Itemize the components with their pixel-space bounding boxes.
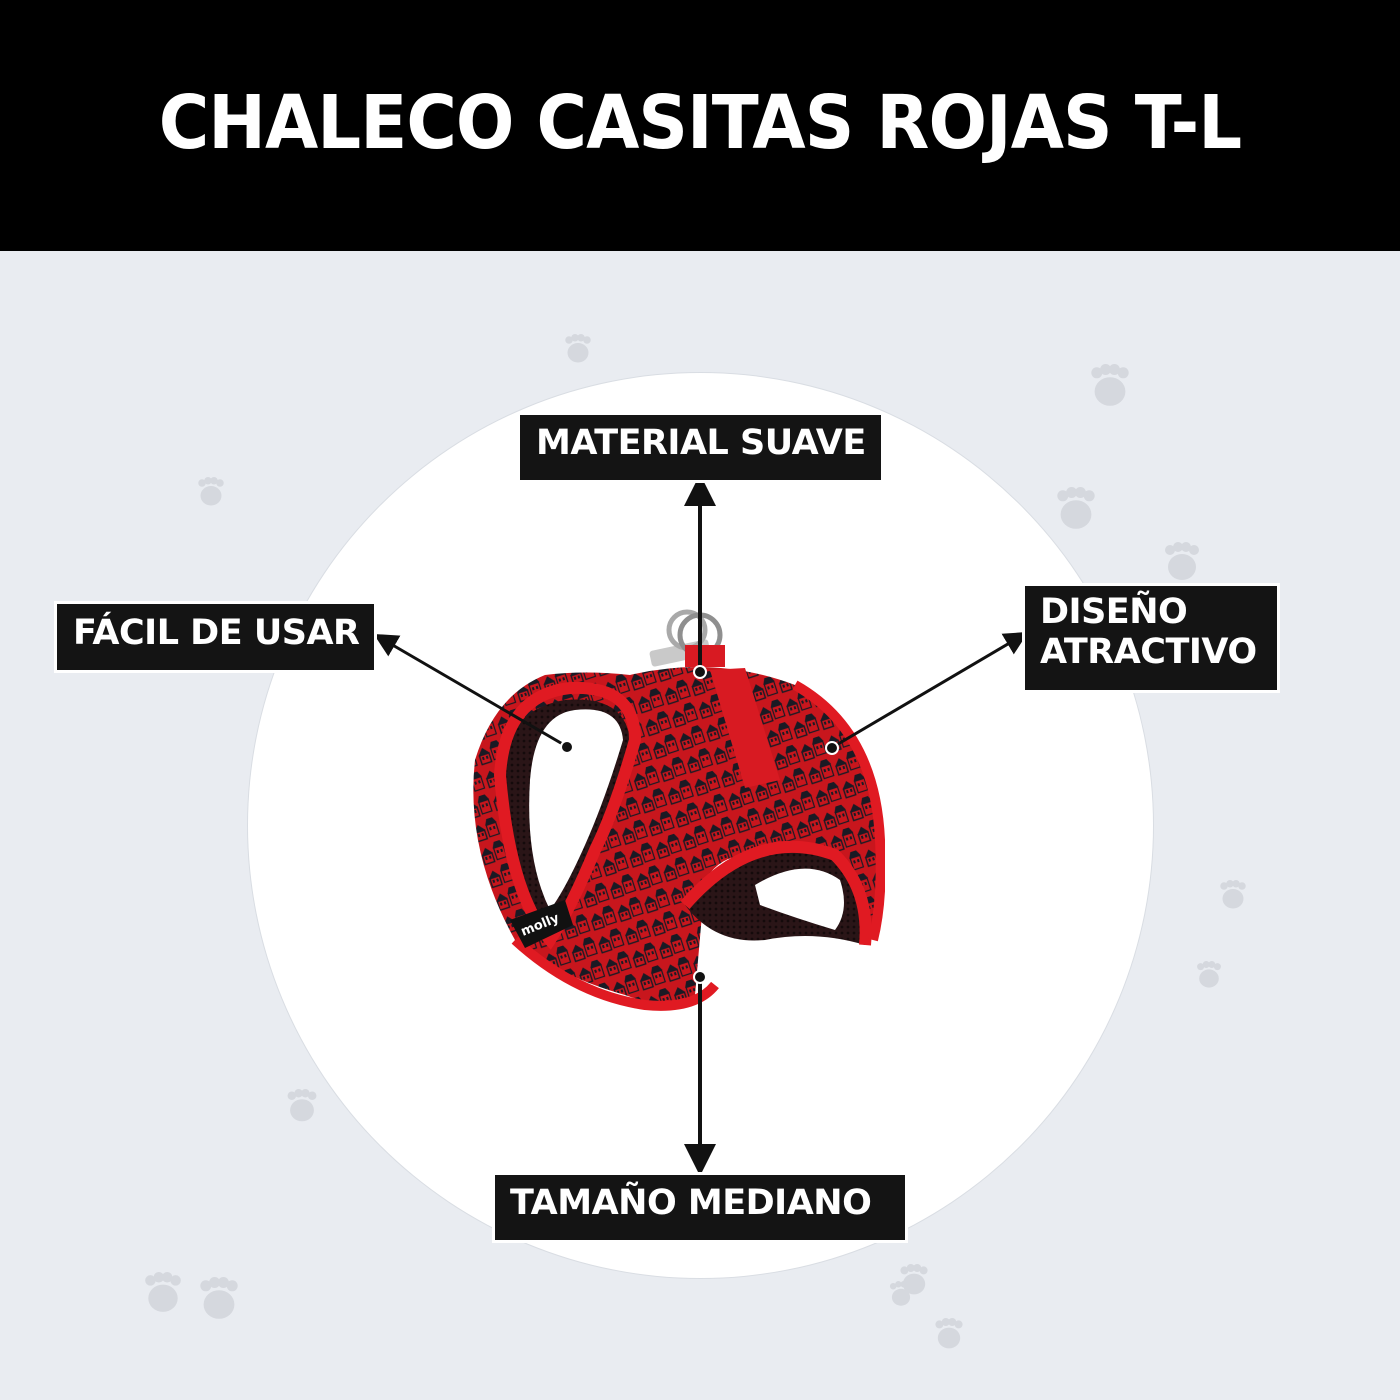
title-banner: CHALECO CASITAS ROJAS T-L bbox=[0, 0, 1400, 251]
page-title: CHALECO CASITAS ROJAS T-L bbox=[158, 79, 1242, 166]
paw-print-icon bbox=[142, 1272, 184, 1314]
paw-print-icon bbox=[1218, 880, 1248, 910]
paw-print-icon bbox=[1162, 542, 1202, 582]
feature-label-diseno-atractivo: DISEÑO ATRACTIVO bbox=[1025, 586, 1277, 690]
feature-label-text: MATERIAL SUAVE bbox=[536, 423, 866, 463]
feature-label-tamano-mediano: TAMAÑO MEDIANO bbox=[495, 1175, 905, 1240]
feature-label-text-line2: ATRACTIVO bbox=[1040, 632, 1257, 672]
paw-print-icon bbox=[1195, 961, 1223, 989]
paw-print-icon bbox=[1054, 487, 1098, 531]
paw-print-icon bbox=[196, 477, 226, 507]
feature-label-material-suave: MATERIAL SUAVE bbox=[520, 415, 881, 480]
product-image-harness: molly bbox=[455, 600, 886, 1020]
paw-print-icon bbox=[285, 1089, 319, 1123]
feature-label-text: FÁCIL DE USAR bbox=[73, 613, 360, 653]
paw-print-icon bbox=[563, 334, 593, 364]
feature-label-facil-de-usar: FÁCIL DE USAR bbox=[57, 604, 374, 670]
paw-print-icon bbox=[888, 1281, 914, 1307]
feature-label-text-line1: DISEÑO bbox=[1040, 592, 1188, 632]
paw-print-icon bbox=[197, 1277, 241, 1321]
paw-print-icon bbox=[933, 1318, 965, 1350]
paw-print-icon bbox=[1088, 364, 1132, 408]
feature-label-text: TAMAÑO MEDIANO bbox=[510, 1183, 872, 1223]
